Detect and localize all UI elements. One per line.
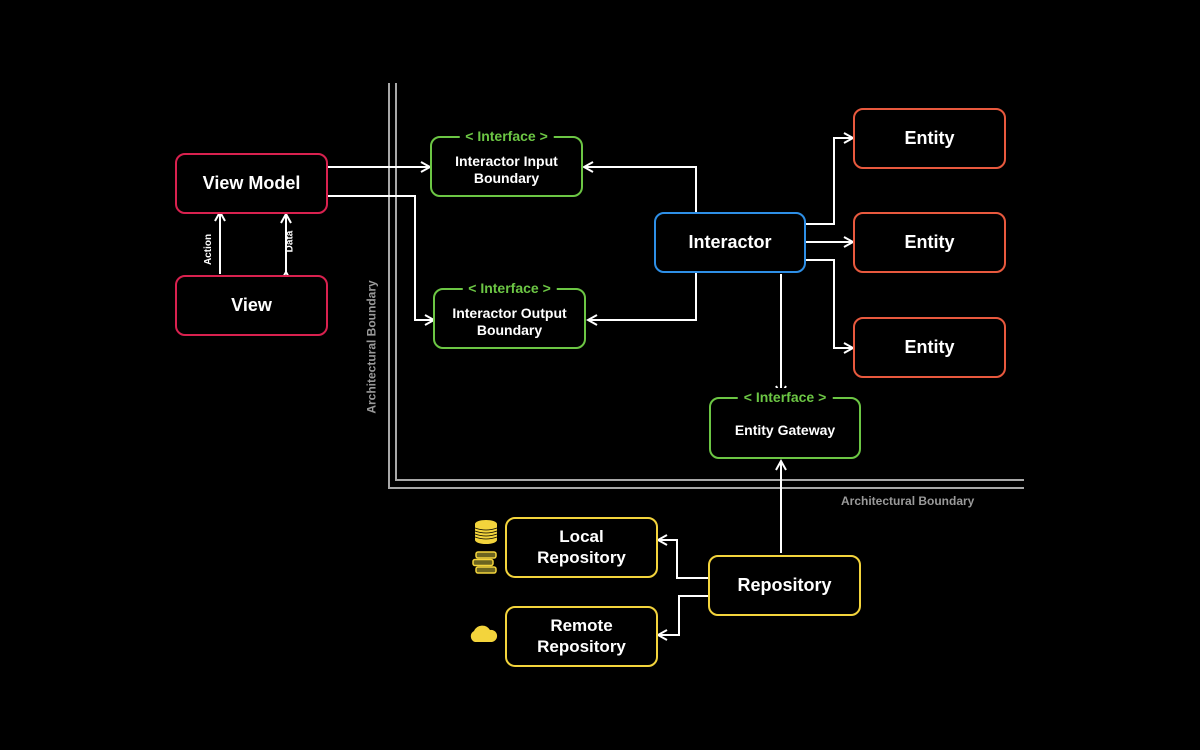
data-label: Data [284, 230, 296, 253]
entity-node[interactable]: Entity [853, 317, 1006, 378]
vertical-boundary-label: Architectural Boundary [364, 280, 379, 414]
entity-gateway-label: Entity Gateway [734, 421, 836, 438]
boundary-inner-line [395, 83, 1024, 481]
books-icon [472, 551, 497, 574]
interactor-label: Interactor [688, 231, 772, 252]
interactor-to-entity-3-arrow [806, 259, 853, 348]
entity-gateway-node[interactable]: < Interface > Entity Gateway [709, 388, 861, 459]
interface-stereotype: < Interface > [459, 127, 554, 145]
interactor-node[interactable]: Interactor [654, 212, 806, 273]
view-model-node[interactable]: View Model [175, 153, 328, 214]
boundary-outer-line [388, 83, 1024, 489]
input-boundary-label: Interactor Input Boundary [455, 152, 558, 186]
local-repository-node[interactable]: Local Repository [505, 517, 658, 578]
entity-label: Entity [904, 231, 955, 252]
database-icon [474, 520, 498, 544]
horizontal-boundary-label: Architectural Boundary [841, 494, 975, 508]
interface-stereotype: < Interface > [462, 279, 557, 297]
remote-repository-node[interactable]: Remote Repository [505, 606, 658, 667]
viewmodel-to-output-arrow [327, 195, 434, 320]
entity-node[interactable]: Entity [853, 108, 1006, 169]
entity-node[interactable]: Entity [853, 212, 1006, 273]
entity-label: Entity [904, 336, 955, 357]
view-model-label: View Model [202, 172, 301, 193]
repository-to-local-arrow [658, 540, 708, 579]
interactor-output-boundary-node[interactable]: < Interface > Interactor Output Boundary [433, 279, 586, 349]
local-repository-label: Local Repository [537, 527, 626, 567]
repository-label: Repository [737, 574, 832, 595]
interactor-input-boundary-node[interactable]: < Interface > Interactor Input Boundary [430, 127, 583, 197]
repository-to-remote-arrow [658, 595, 708, 635]
entity-label: Entity [904, 127, 955, 148]
interface-stereotype: < Interface > [737, 388, 833, 406]
interactor-to-input-arrow [584, 167, 697, 212]
repository-node[interactable]: Repository [708, 555, 861, 616]
output-boundary-label: Interactor Output Boundary [452, 304, 567, 338]
remote-repository-label: Remote Repository [537, 616, 626, 656]
view-label: View [231, 294, 272, 315]
architectural-boundary-lines [388, 83, 1024, 489]
interactor-to-output-arrow [588, 273, 697, 320]
interactor-to-entity-1-arrow [806, 138, 853, 225]
action-label: Action [203, 233, 215, 266]
cloud-icon [470, 625, 498, 642]
view-node[interactable]: View [175, 275, 328, 336]
